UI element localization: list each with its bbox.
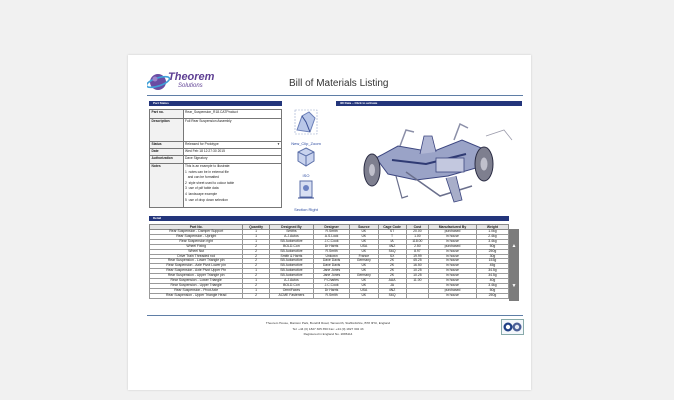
note-line: 4 landscape example xyxy=(185,191,218,196)
scroll-up-icon[interactable]: ▲ xyxy=(511,243,517,249)
description-field[interactable]: Full Rear Suspension Assembly xyxy=(182,118,283,142)
view-item-iso[interactable]: ISO xyxy=(284,146,328,178)
header-divider xyxy=(147,95,523,96)
iso-view-icon xyxy=(297,147,315,167)
cell-quantity: 2 xyxy=(242,292,270,299)
column-header: Weight xyxy=(475,224,510,230)
table-scrollbar[interactable]: ▲ ▼ xyxy=(509,229,519,301)
footer-address: Theorem House, Marston Park, Borehill Ro… xyxy=(178,321,478,338)
cell-designer: R.Smith xyxy=(313,292,351,299)
suspension-assembly-image xyxy=(363,122,513,203)
cell-source: UK xyxy=(349,292,379,299)
3d-data-heading: 3D Data – Click to activate xyxy=(336,101,522,106)
notes-field[interactable]: This is an example to illustrate: 1 note… xyxy=(182,163,283,208)
accreditation-seal-icon xyxy=(503,322,522,332)
footer-divider xyxy=(147,315,523,316)
note-line: 5 use of drop down selection xyxy=(185,197,228,202)
column-header: Quantity xyxy=(242,224,270,230)
field-label: Description xyxy=(149,118,184,142)
scroll-down-icon[interactable]: ▼ xyxy=(511,283,517,289)
field-label: Notes xyxy=(149,163,184,208)
view-label: ISO xyxy=(302,173,310,178)
cell-cost xyxy=(405,292,430,299)
cell-designed-by: ACME Fasteners xyxy=(268,292,315,299)
note-line: and can be formatted xyxy=(185,175,219,180)
cell-manufactured-by: in house xyxy=(428,292,477,299)
view-label: Section Right xyxy=(294,207,318,212)
accreditation-badge xyxy=(501,319,524,335)
column-header: Cost xyxy=(405,224,430,230)
globe-icon xyxy=(147,74,171,90)
section-right-icon xyxy=(298,180,314,199)
status-select[interactable]: Released for Prototype ▼ xyxy=(182,141,283,149)
note-line: 3 use of pdf table data xyxy=(185,186,219,191)
column-header: Source xyxy=(349,224,379,230)
note-line: 1 notes can be in external file xyxy=(185,169,229,174)
note-line: This is an example to illustrate: xyxy=(185,164,231,168)
field-label: Date xyxy=(149,148,184,156)
part-no-field[interactable]: Rear_Suspension_R18.CATProduct xyxy=(182,109,283,119)
field-label: Authorization xyxy=(149,155,184,164)
part-status-heading: Part Status xyxy=(149,101,282,106)
cell-cage-code: S6Q xyxy=(377,292,407,299)
logo-subtitle: Solutions xyxy=(178,83,203,89)
logo-wordmark: Theorem xyxy=(168,71,215,83)
dropdown-arrow-icon[interactable]: ▼ xyxy=(277,142,280,146)
cell-weight: 250g xyxy=(475,292,510,299)
page-title: Bill of Materials Listing xyxy=(289,78,389,89)
footer-contact-line: Tel: +44 (0) 1827 305 350 Fax: +44 (0) 1… xyxy=(292,326,364,331)
detail-heading: Detail xyxy=(149,216,509,221)
authorization-field[interactable]: Dave Signatory xyxy=(182,155,283,164)
bom-detail-table: Part No. Quantity Designed By Designer S… xyxy=(148,224,510,299)
detail-table-wrapper: Part No. Quantity Designed By Designer S… xyxy=(148,224,510,299)
part-status-table: Part no.Rear_Suspension_R18.CATProduct D… xyxy=(149,109,283,208)
footer-registration-line: Registered in England No. 2086114 xyxy=(303,332,353,337)
clip-zoom-icon xyxy=(294,109,318,135)
footer-address-line: Theorem House, Marston Park, Borehill Ro… xyxy=(265,321,391,325)
field-label: Status xyxy=(149,141,184,149)
view-list: New_Clip_Zoom ISO Section Right xyxy=(284,108,328,218)
table-header-row: Part No. Quantity Designed By Designer S… xyxy=(148,224,510,230)
note-line: 2 style sheet used to colour table xyxy=(185,180,235,185)
date-field[interactable]: Wed Feb 18 12:27:30 2015 xyxy=(182,148,283,156)
status-value: Released for Prototype xyxy=(185,142,219,146)
view-item-section-right[interactable]: Section Right xyxy=(284,178,328,212)
view-item-clip-zoom[interactable]: New_Clip_Zoom xyxy=(284,108,328,146)
3d-model-viewer[interactable] xyxy=(336,106,522,220)
theorem-logo: Theorem Solutions xyxy=(147,69,214,95)
field-label: Part no. xyxy=(149,109,184,119)
document-page: Theorem Solutions Bill of Materials List… xyxy=(128,55,531,390)
cell-part-no: Rear Suspension - Upper Triangle Head xyxy=(148,292,244,299)
view-label: New_Clip_Zoom xyxy=(291,141,321,146)
